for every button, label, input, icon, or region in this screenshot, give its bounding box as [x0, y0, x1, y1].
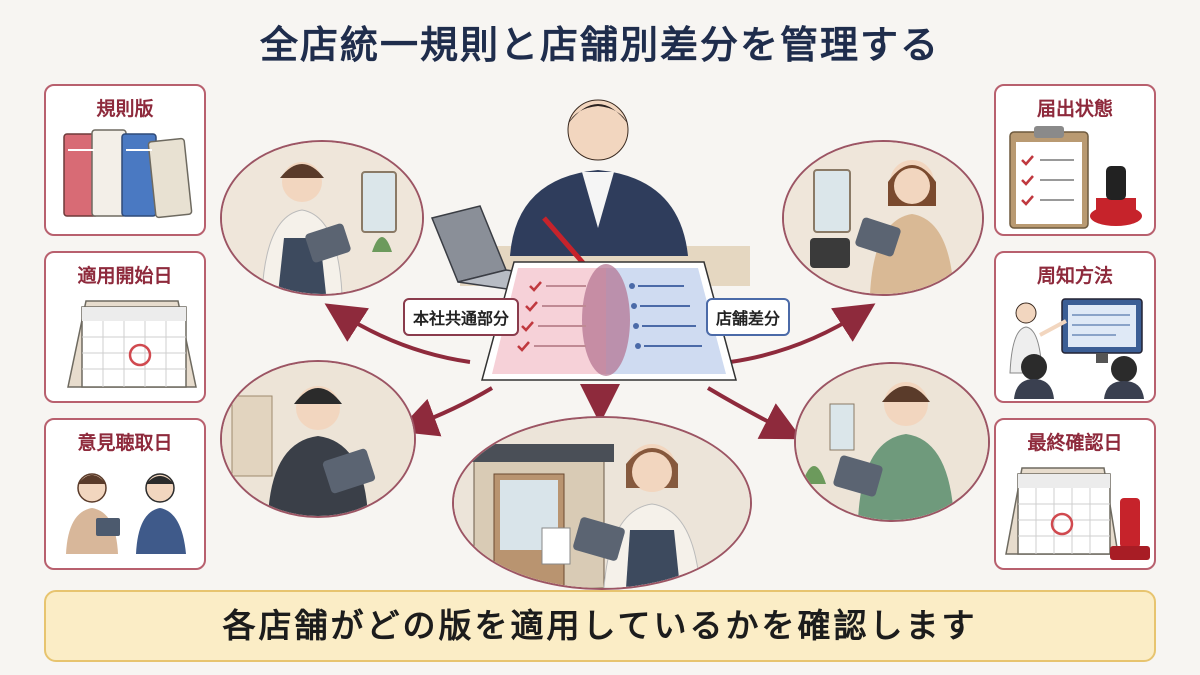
arrow-to-mid-left-store: [397, 386, 494, 437]
card-effective-date: 適用開始日: [44, 251, 206, 403]
store-scene-top-left: [220, 140, 424, 296]
card-rule-version: 規則版: [44, 84, 206, 236]
common-part-label: 本社共通部分: [403, 298, 520, 336]
store-diff-label: 店舗差分: [706, 298, 791, 336]
rule-document: [481, 261, 737, 381]
store-scene-top-right: [782, 140, 984, 296]
store-scene-bottom: [452, 416, 752, 590]
clipboard-stamp-icon: [1009, 126, 1142, 229]
card-notification-method: 周知方法: [994, 251, 1156, 403]
store-scene-mid-right: [794, 362, 990, 522]
calendar-icon: [67, 300, 197, 388]
arrow-to-top-right-store: [729, 303, 876, 364]
presentation-screen-icon: [1009, 298, 1144, 399]
card-hearing-date: 意見聴取日: [44, 418, 206, 570]
arrow-to-mid-right-store: [706, 386, 803, 440]
calendar-stamp-icon: [1005, 467, 1150, 560]
card-last-check-date: 最終確認日: [994, 418, 1156, 570]
bottom-banner: 各店舗がどの版を適用しているかを確認します: [44, 590, 1156, 662]
card-filing-status: 届出状態: [994, 84, 1156, 236]
arrow-to-top-left-store: [324, 303, 471, 364]
overlap-zone: [582, 264, 630, 376]
rulebook-stack-icon: [63, 129, 193, 219]
hearing-meeting-icon: [66, 473, 186, 554]
store-scene-mid-left: [220, 360, 416, 518]
page-title: 全店統一規則と店舗別差分を管理する: [259, 23, 940, 67]
